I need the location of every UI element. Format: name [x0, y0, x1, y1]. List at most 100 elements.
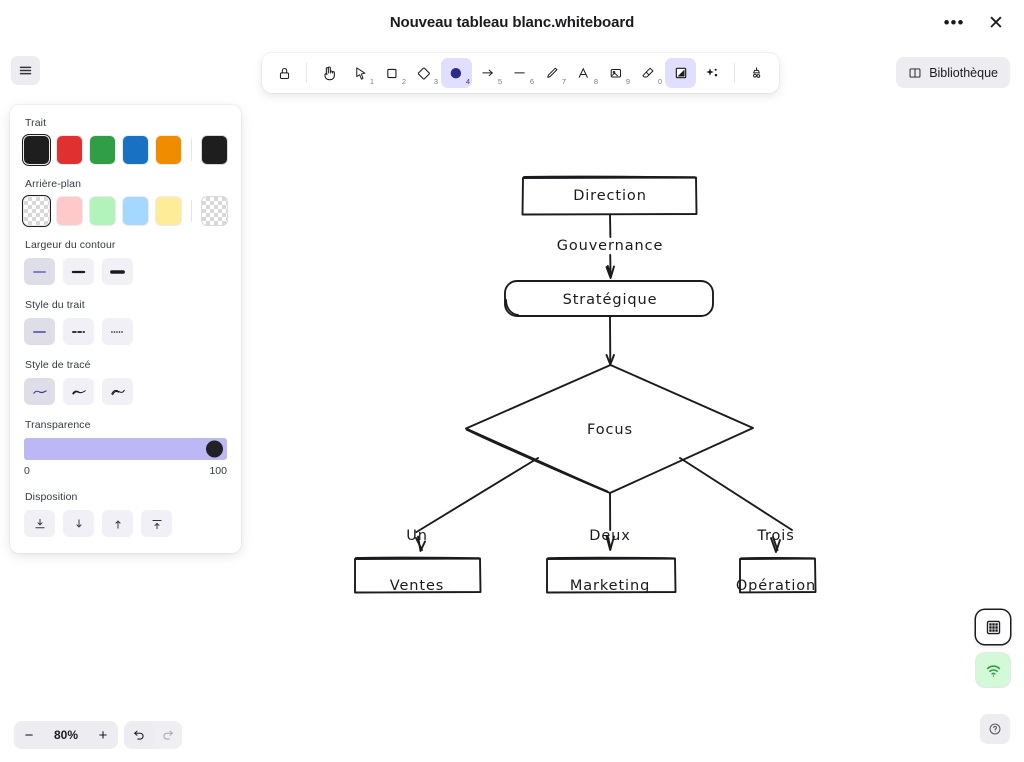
- live-collaboration-button[interactable]: [976, 653, 1010, 687]
- arrowhead-gouvernance: [605, 265, 615, 279]
- edge-focus-un: [415, 457, 539, 552]
- stroke-swatch-black[interactable]: [21, 133, 52, 167]
- sloppiness-options: [24, 378, 227, 405]
- background-swatch-pink[interactable]: [57, 197, 83, 225]
- sloppiness-architect-button[interactable]: [24, 378, 55, 405]
- lock-tool-button[interactable]: [269, 58, 300, 88]
- swatch-divider: [191, 139, 192, 161]
- redo-button[interactable]: [153, 721, 182, 749]
- toggle-grid-button[interactable]: [976, 610, 1010, 644]
- stroke-swatch-blue[interactable]: [123, 136, 149, 164]
- background-swatch-blue[interactable]: [123, 197, 149, 225]
- stroke-style-label: Style du trait: [25, 299, 85, 311]
- undo-button[interactable]: [124, 721, 153, 749]
- node-strategique-shape[interactable]: [504, 280, 714, 317]
- hand-icon: [323, 66, 335, 81]
- send-to-back-button[interactable]: [24, 510, 55, 537]
- arrow-tool-button[interactable]: 5: [473, 58, 504, 88]
- image-tool-button[interactable]: 9: [601, 58, 632, 88]
- send-to-back-icon: [34, 518, 45, 528]
- draw-tool-button[interactable]: 7: [537, 58, 568, 88]
- diamond-tool-button[interactable]: 3: [409, 58, 440, 88]
- hamburger-menu-icon: [19, 66, 32, 75]
- node-operation-shape[interactable]: [739, 557, 817, 594]
- sloppiness-section: Style de tracé: [24, 359, 227, 405]
- tool-shortcut: 3: [433, 77, 438, 86]
- bring-to-front-button[interactable]: [141, 510, 172, 537]
- line-tool-button[interactable]: 6: [505, 58, 536, 88]
- stroke-width-extra-bold-button[interactable]: [102, 258, 133, 285]
- selection-icon: [356, 66, 366, 80]
- magic-tool-button[interactable]: [697, 58, 728, 88]
- background-section: Arrière-plan: [21, 178, 227, 228]
- stroke-style-solid-button[interactable]: [24, 318, 55, 345]
- sloppiness-cartoonist-button[interactable]: [102, 378, 133, 405]
- edge-focus-deux: [605, 492, 615, 551]
- diamond-icon: [417, 66, 430, 80]
- stroke-width-section: Largeur du contour: [24, 239, 227, 285]
- stroke-swatch-orange[interactable]: [156, 136, 182, 164]
- stroke-style-section: Style du trait: [24, 299, 227, 345]
- laser-pointer-tool-button[interactable]: [741, 58, 772, 88]
- background-swatch-yellow[interactable]: [156, 197, 182, 225]
- line-extra-bold-icon: [110, 269, 125, 274]
- sloppiness-artist-button[interactable]: [63, 378, 94, 405]
- stroke-width-bold-button[interactable]: [63, 258, 94, 285]
- stroke-swatch-green[interactable]: [90, 136, 116, 164]
- main-menu-button[interactable]: [11, 56, 40, 85]
- background-swatch-green[interactable]: [90, 197, 116, 225]
- opacity-max-label: 100: [209, 465, 227, 477]
- zoom-in-button[interactable]: +: [98, 726, 108, 744]
- ellipse-tool-button[interactable]: 4: [441, 58, 472, 88]
- library-label: Bibliothèque: [929, 65, 998, 80]
- library-button[interactable]: Bibliothèque: [896, 57, 1010, 88]
- stroke-width-thin-button[interactable]: [24, 258, 55, 285]
- rectangle-tool-button[interactable]: 2: [377, 58, 408, 88]
- stroke-style-dashed-button[interactable]: [63, 318, 94, 345]
- background-label: Arrière-plan: [25, 178, 82, 190]
- close-button[interactable]: ✕: [982, 10, 1010, 36]
- title-bar: Nouveau tableau blanc.whiteboard ••• ✕: [0, 0, 1024, 45]
- text-icon: [578, 67, 588, 78]
- node-label-ventes: Ventes: [390, 578, 444, 594]
- stroke-swatch-row: [21, 133, 227, 167]
- hand-tool-button[interactable]: [313, 58, 344, 88]
- selection-tool-button[interactable]: 1: [345, 58, 376, 88]
- sloppiness-label: Style de tracé: [25, 359, 91, 371]
- background-current-color[interactable]: [201, 197, 227, 225]
- whiteboard-canvas[interactable]: Direction Gouvernance Stratégique Focus …: [250, 100, 1024, 700]
- draw-icon: [547, 67, 558, 78]
- close-icon: ✕: [988, 12, 1004, 34]
- opacity-slider[interactable]: [24, 438, 227, 460]
- background-swatch-row: [21, 194, 227, 228]
- text-tool-button[interactable]: 8: [569, 58, 600, 88]
- send-backward-button[interactable]: [63, 510, 94, 537]
- zoom-level-label[interactable]: 80%: [53, 728, 79, 742]
- frame-tool-button[interactable]: [665, 58, 696, 88]
- background-swatch-transparent[interactable]: [21, 194, 52, 228]
- opacity-slider-thumb[interactable]: [206, 440, 223, 458]
- node-label-marketing: Marketing: [570, 578, 650, 594]
- history-controls: [124, 721, 182, 749]
- bring-forward-button[interactable]: [102, 510, 133, 537]
- stroke-current-color[interactable]: [201, 136, 227, 164]
- node-direction-shape[interactable]: [521, 175, 698, 216]
- magic-icon: [706, 67, 718, 76]
- eraser-tool-button[interactable]: 0: [633, 58, 664, 88]
- line-dashed-icon: [72, 330, 85, 333]
- zoom-out-button[interactable]: −: [24, 726, 34, 744]
- more-options-button[interactable]: •••: [940, 10, 968, 36]
- shape-toolbar: 1 2 3 4 5: [262, 53, 779, 93]
- help-button[interactable]: [980, 714, 1010, 744]
- bring-forward-icon: [114, 520, 121, 529]
- stroke-swatch-red[interactable]: [57, 136, 83, 164]
- node-ventes-shape[interactable]: [354, 556, 482, 594]
- wave-cartoonist-icon: [110, 389, 125, 395]
- tool-shortcut: 7: [561, 77, 566, 86]
- arrowhead-gouvernance-2: [606, 265, 612, 278]
- stroke-style-dotted-button[interactable]: [102, 318, 133, 345]
- edge-label-un: Un: [406, 528, 428, 544]
- tool-shortcut: 2: [401, 77, 406, 86]
- node-marketing-shape[interactable]: [546, 556, 677, 594]
